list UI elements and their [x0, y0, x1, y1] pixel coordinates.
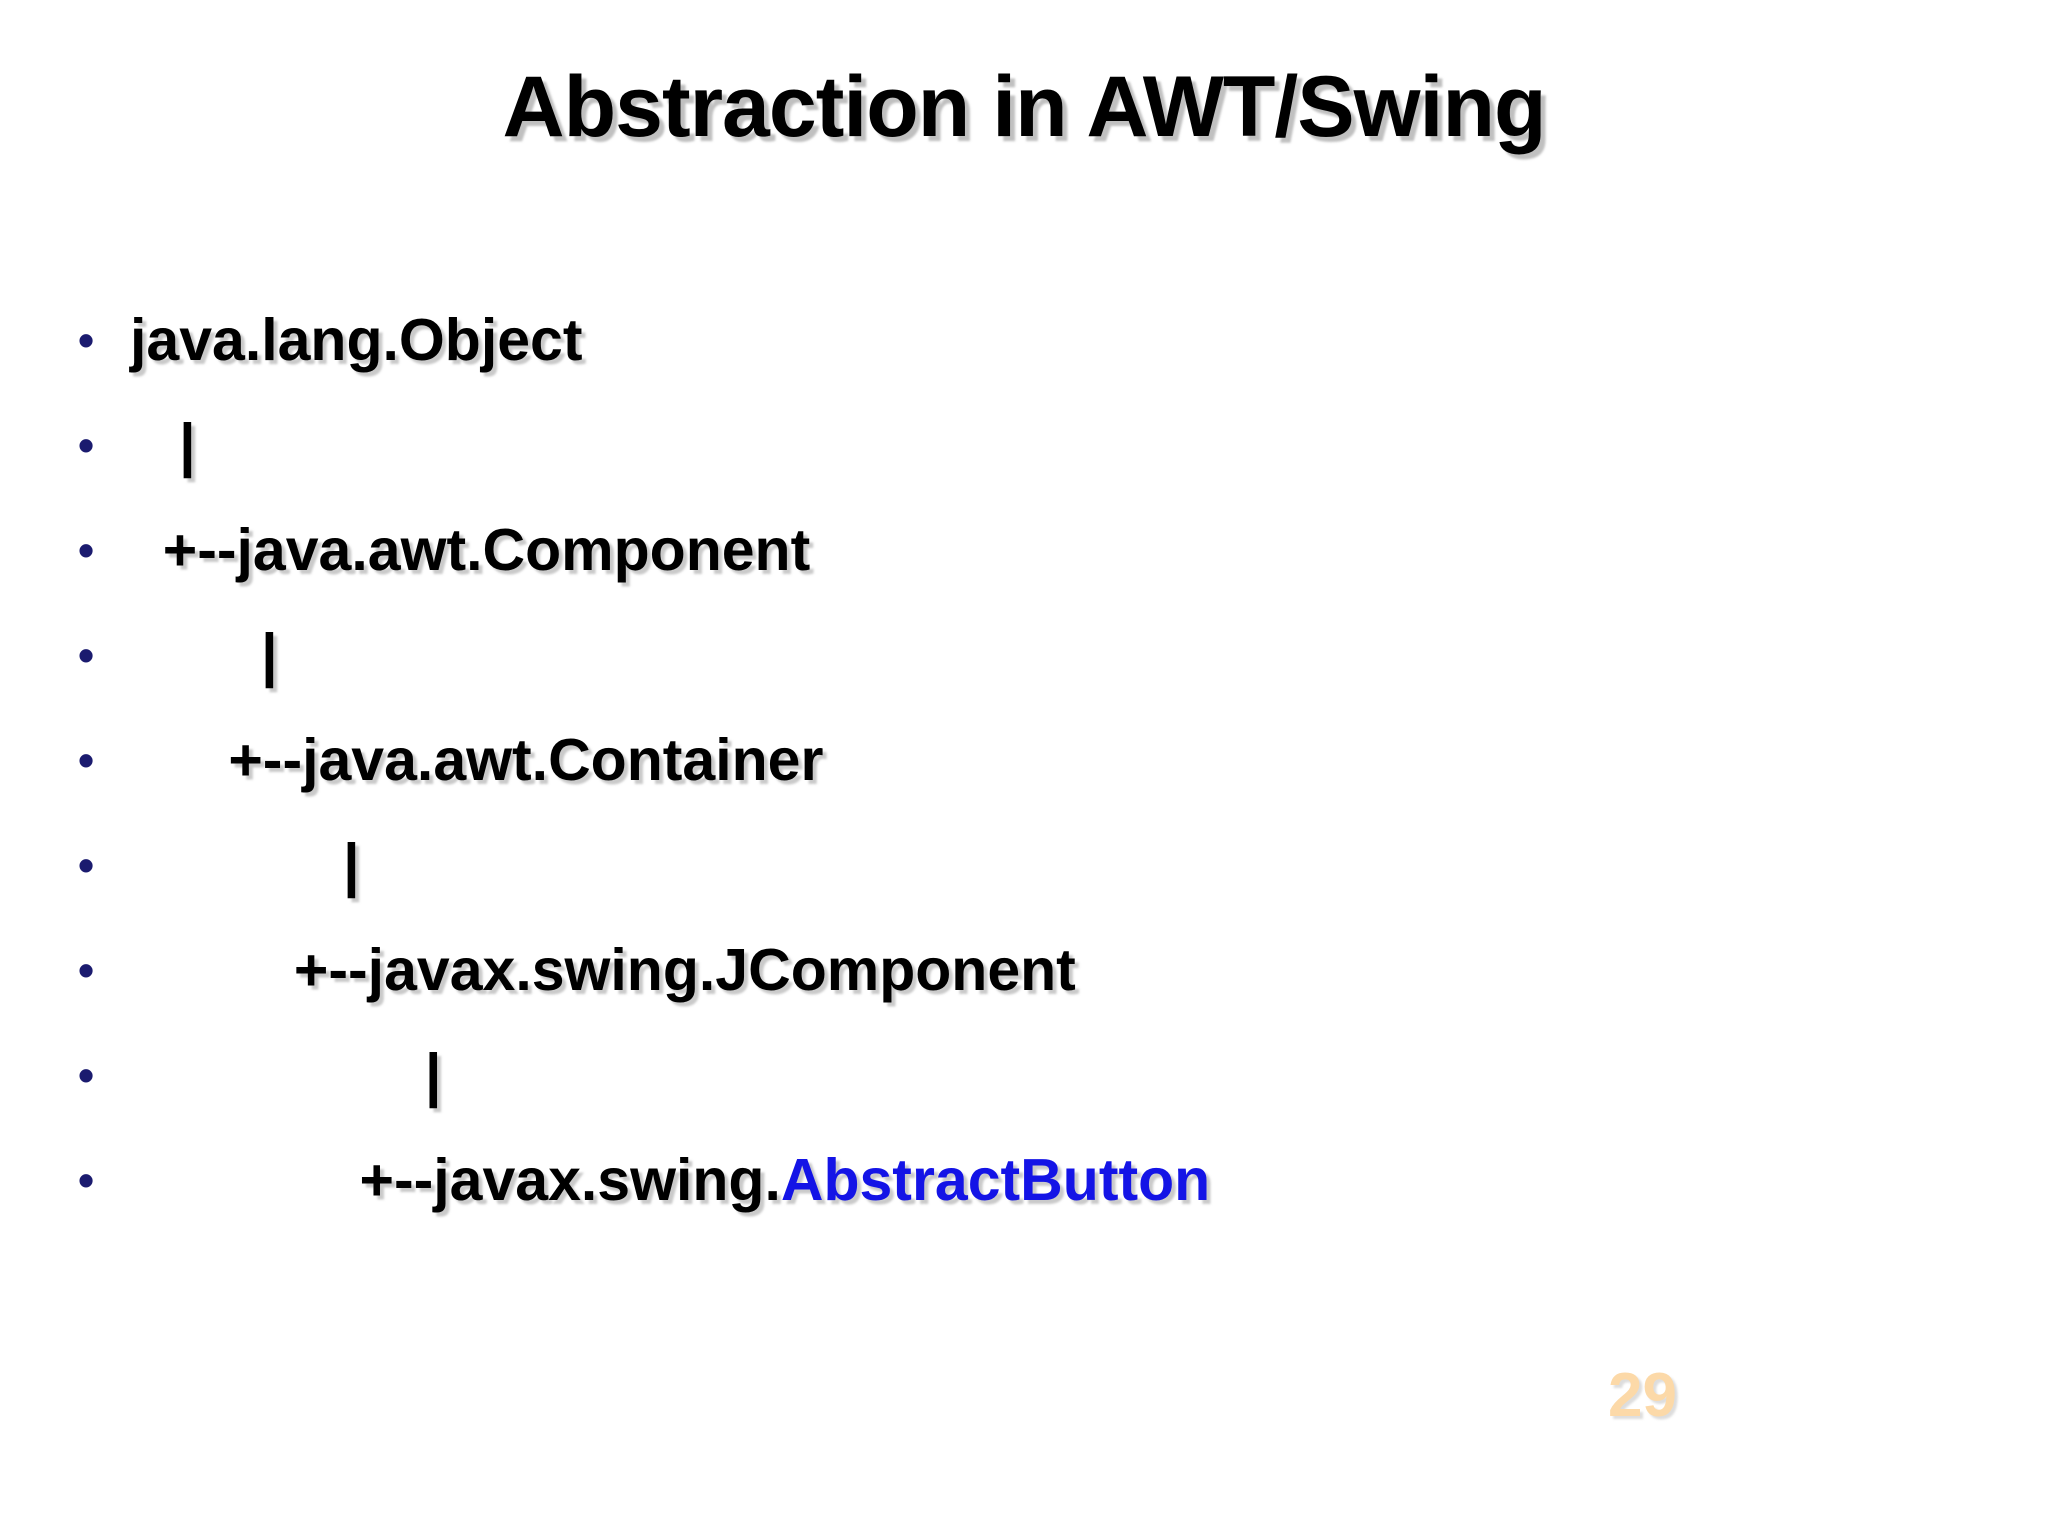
content-list: • java.lang.Object • | • +--java.awt.Com… — [78, 288, 1978, 1233]
list-item: • | — [78, 393, 1978, 498]
list-item-label: java.lang.Object — [130, 307, 583, 373]
list-item-label: +--javax.swing.AbstractButton — [130, 1147, 1211, 1213]
bullet-icon: • — [78, 314, 95, 366]
list-item-label: | — [130, 832, 360, 898]
list-item: • +--javax.swing.JComponent — [78, 918, 1978, 1023]
page-title: Abstraction in AWT/Swing — [502, 59, 1546, 155]
list-item: • +--javax.swing.AbstractButton — [78, 1128, 1978, 1233]
list-item: • | — [78, 813, 1978, 918]
bullet-icon: • — [78, 1154, 95, 1206]
bullet-icon: • — [78, 524, 95, 576]
list-item-label: +--java.awt.Component — [130, 517, 811, 583]
bullet-icon: • — [78, 1049, 95, 1101]
list-item-label: | — [130, 1042, 442, 1108]
list-item-label: | — [130, 622, 278, 688]
bullet-icon: • — [78, 734, 95, 786]
bullet-icon: • — [78, 839, 95, 891]
list-item: • | — [78, 1023, 1978, 1128]
list-item: • java.lang.Object — [78, 288, 1978, 393]
bullet-icon: • — [78, 629, 95, 681]
bullet-icon: • — [78, 419, 95, 471]
page-number: 29 — [1608, 1361, 1677, 1430]
list-item-label: +--javax.swing.JComponent — [130, 937, 1076, 1003]
bullet-icon: • — [78, 944, 95, 996]
list-item: • +--java.awt.Container — [78, 708, 1978, 813]
list-item-label: | — [130, 412, 196, 478]
list-item-accent: AbstractButton — [780, 1147, 1211, 1213]
list-item: • +--java.awt.Component — [78, 498, 1978, 603]
list-item-label: +--java.awt.Container — [130, 727, 824, 793]
list-item: • | — [78, 603, 1978, 708]
